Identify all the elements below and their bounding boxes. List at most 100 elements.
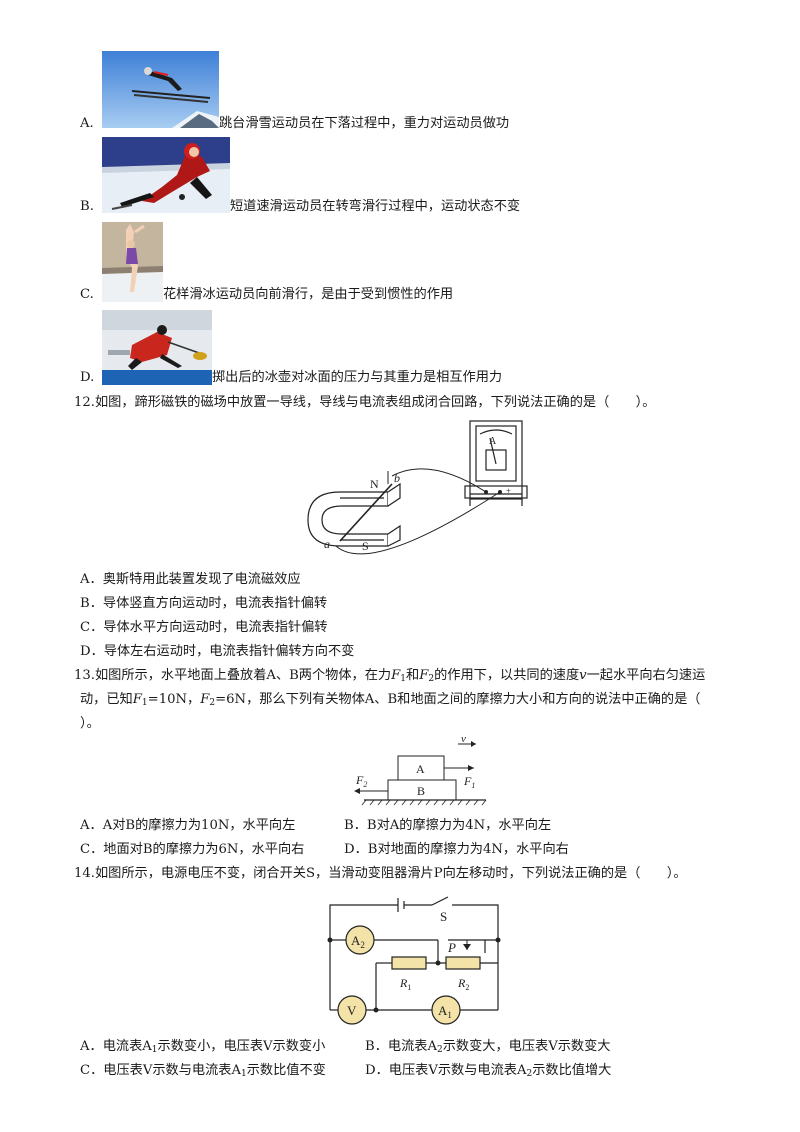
stem-text: =10N， [147,692,201,707]
junction-dot [373,1007,379,1013]
velocity-label: v [461,736,466,745]
option-text: 掷出后的冰壶对冰面的压力与其重力是相互作用力 [212,370,503,385]
option-c: C．电压表V示数与电流表A1示数比值不变 [80,1062,326,1083]
velocity-symbol: v [579,668,587,683]
circuit-wire [335,491,501,555]
subscript: 2 [360,940,365,950]
question-stem-line-2: 动，已知F1=10N，F2=6N，那么下列有关物体A、B和地面之间的摩擦力大小和… [80,691,700,712]
question-stem-line-1: 13.如图所示，水平地面上叠放着A、B两个物体，在力F1和F2的作用下，以共同的… [74,667,705,688]
option-text: 示数比值不变 [246,1063,326,1078]
subscript: 1 [141,698,148,708]
magnet-circuit-diagram: A + N S b a [307,420,528,555]
ammeter-a2-label: A2 [351,933,365,950]
option-letter: D. [80,370,95,385]
stem-text: 动，已知 [80,692,133,707]
ground-hatching [361,799,487,806]
stem-text: =6N，那么下列有关物体A、B和地面之间的摩擦力大小和方向的说法中正确的是（ [215,692,701,707]
subscript: 1 [400,674,407,684]
subscript: 1 [151,1045,158,1055]
point-a-label: a [324,537,330,551]
junction-dot [495,937,501,943]
option-a: A．电流表A1示数变小，电压表V示数变小 [80,1038,325,1059]
option-d: D．导体左右运动时，电流表指针偏转方向不变 [80,644,355,659]
force-symbol: F [132,692,142,707]
option-text: B．电流表A [365,1039,437,1054]
option-text: D．电压表V示数与电流表A [365,1063,527,1078]
conductor-wire [339,483,393,542]
ski-jump-photo [102,51,219,128]
subscript: 2 [363,780,367,789]
speed-skating-photo [102,137,230,213]
north-pole-label: N [370,477,379,491]
arrow-head [354,788,360,794]
circuit-wire [391,468,487,493]
option-b: B．B对A的摩擦力为4N，水平向左 [344,818,552,833]
force-symbol: F [463,774,472,788]
voltmeter-label: V [347,1003,357,1018]
force-symbol: F [419,668,429,683]
option-letter: A. [80,116,94,131]
block-b-label: B [417,784,425,798]
option-text: A．电流表A [80,1039,152,1054]
force-symbol: F [200,692,210,707]
circuit-diagram: S A2 R1 R2 P V A1 [327,896,501,1025]
meter-label: A [489,436,497,447]
subscript: 2 [465,983,469,992]
horseshoe-magnet [307,482,401,547]
subscript: 1 [447,1010,452,1020]
question-stem: 14.如图所示，电源电压不变，闭合开关S，当滑动变阻器滑片P向左移动时，下列说法… [74,866,687,881]
slider-label: P [447,940,456,955]
voltmeter [337,995,367,1025]
circuit-wires [329,896,499,1011]
option-d: D．电压表V示数与电流表A2示数比值增大 [365,1062,611,1083]
stem-text: 和 [406,668,420,683]
south-pole-label: S [362,539,369,553]
force-symbol: F [391,668,401,683]
switch-label: S [440,909,447,924]
force-symbol: F [355,773,364,787]
point-b-label: b [394,471,400,485]
figure-skating-photo [102,222,163,302]
force-f1-label: F1 [463,774,475,790]
resistor-symbol: R [457,976,466,990]
resistor-symbol: R [399,976,408,990]
subscript: 2 [526,1069,533,1079]
option-text: 短道速滑运动员在转弯滑行过程中，运动状态不变 [230,199,521,214]
force-f2-label: F2 [355,773,367,789]
curling-photo [102,310,212,385]
option-b: B．电流表A2示数变大，电压表V示数变大 [365,1038,610,1059]
question-stem: 12.如图，蹄形磁铁的磁场中放置一导线，导线与电流表组成闭合回路，下列说法正确的… [74,395,656,410]
option-text: 花样滑冰运动员向前滑行，是由于受到惯性的作用 [163,287,454,302]
arrow-head [471,741,476,747]
subscript: 2 [428,674,435,684]
junction-dot [435,960,441,966]
option-a: A．A对B的摩擦力为10N，水平向左 [80,818,296,833]
subscript: 2 [209,698,216,708]
stem-text: 的作用下，以共同的速度 [434,668,580,683]
stem-text: 一起水平向右匀速运 [586,668,706,683]
option-text: 示数变小，电压表V示数变小 [157,1039,326,1054]
stem-text: 13.如图所示，水平地面上叠放着A、B两个物体，在力 [74,668,392,683]
option-text: 示数比值增大 [532,1063,612,1078]
subscript: 1 [241,1069,247,1079]
resistor-r2-label: R2 [457,976,469,992]
block-a [397,755,445,781]
option-text: C．电压表V示数与电流表A [80,1063,242,1078]
option-a: A．奥斯特用此装置发现了电流磁效应 [80,572,301,587]
option-letter: C. [80,287,94,302]
option-c: C．地面对B的摩擦力为6N，水平向右 [80,842,305,857]
option-c: C．导体水平方向运动时，电流表指针偏转 [80,620,328,635]
ammeter-a1 [431,995,461,1025]
arrow-head [468,765,474,771]
ammeter-a2 [345,925,375,955]
resistor-r1-label: R1 [399,976,411,992]
block-a-label: A [416,762,425,776]
meter-letter: A [351,933,361,948]
option-letter: B. [80,199,94,214]
option-text: 跳台滑雪运动员在下落过程中，重力对运动员做功 [219,116,510,131]
question-stem-line-3: ）。 [80,716,100,731]
subscript: 1 [471,781,475,790]
meter-letter: A [438,1003,448,1018]
option-text: 示数变大，电压表V示数变大 [442,1039,611,1054]
subscript: 1 [407,983,411,992]
